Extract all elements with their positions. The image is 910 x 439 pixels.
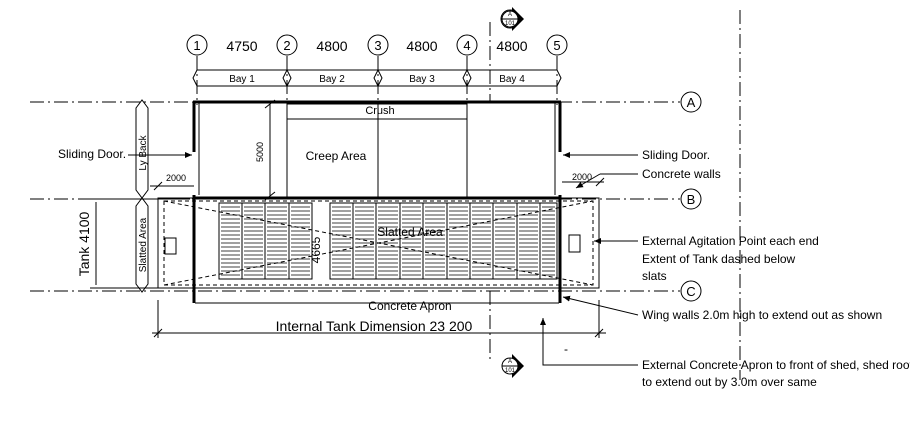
lie-back-tag: Ly Back <box>135 99 149 199</box>
section-marker-top: A 101 <box>500 7 524 31</box>
dim-4665-label: 4665 <box>309 236 323 263</box>
slat-panel <box>264 202 290 280</box>
agitation-point-left <box>164 237 177 255</box>
grid-bubble-4 <box>456 34 478 56</box>
slat-panel <box>399 202 424 280</box>
grid-bubble-1 <box>186 34 208 56</box>
slat-panel <box>329 202 354 280</box>
callout-agitation-point-text: External Agitation Point each end <box>642 234 819 248</box>
row-grid-bubbles: A B C <box>680 91 702 302</box>
bay-dimension-3: 4800 <box>406 38 437 54</box>
tank-width-label: Tank 4100 <box>76 211 92 276</box>
lie-back-label: Ly Back <box>138 134 149 170</box>
dimension-2000-right-label: 2000 <box>572 172 592 182</box>
slat-panel <box>375 202 401 280</box>
bay-label-1: Bay 1 <box>229 74 255 85</box>
internal-tank-dimension-label: Internal Tank Dimension 23 200 <box>276 318 473 334</box>
grid-bubble-a <box>680 91 702 113</box>
grid-bubble-3-label: 3 <box>374 38 381 53</box>
bay-dimension-2: 4800 <box>316 38 347 54</box>
callout-concrete-apron: External Concrete Apron to front of shed… <box>540 318 910 389</box>
dimension-2000-left: 2000 <box>150 173 194 191</box>
slat-panel <box>492 202 518 280</box>
concrete-apron-label: Concrete Apron <box>368 299 451 313</box>
slatted-area-tag: Slatted Area <box>135 197 149 293</box>
tank-width-dimension: Tank 4100 <box>76 198 190 289</box>
section-marker-bottom: A 101 <box>501 354 524 378</box>
callout-tank-extent: Extent of Tank dashed below slats <box>642 252 796 283</box>
grid-bubble-b <box>680 188 702 210</box>
callout-concrete-walls-text: Concrete walls <box>642 167 721 181</box>
slat-panel <box>288 202 313 280</box>
agitation-point-right <box>568 234 581 253</box>
callout-sliding-door-right: Sliding Door. <box>563 148 710 162</box>
dash-mark: - <box>564 342 568 356</box>
slat-panel <box>516 202 541 280</box>
section-marker-top-number: 101 <box>505 21 516 27</box>
depth-dimension: 5000 <box>255 99 276 201</box>
grid-bubble-5-label: 5 <box>553 38 560 53</box>
column-grid-bubbles: 1 2 3 4 5 <box>186 34 568 56</box>
callout-sliding-door-right-text: Sliding Door. <box>642 148 710 162</box>
slatted-area-tag-label: Slatted Area <box>138 217 149 272</box>
slat-panel <box>539 202 558 280</box>
section-marker-bottom-letter: A <box>508 359 512 365</box>
grid-bubble-2-label: 2 <box>283 38 290 53</box>
section-marker-top-letter: A <box>508 12 512 18</box>
dimension-2000-left-label: 2000 <box>166 173 186 183</box>
creep-area-label: Creep Area <box>306 149 367 163</box>
slat-panel <box>469 202 494 280</box>
slat-groups <box>218 202 558 280</box>
callout-sliding-door-left-text: Sliding Door. <box>58 147 126 161</box>
grid-bubble-a-label: A <box>687 95 696 110</box>
section-marker-bottom-number: 101 <box>505 368 516 374</box>
bay-label-3: Bay 3 <box>409 74 435 85</box>
callout-apron-line1: External Concrete Apron to front of shed… <box>642 358 910 372</box>
grid-bubble-5 <box>546 34 568 56</box>
grid-bubble-4-label: 4 <box>463 38 470 53</box>
bay-dimension-4: 4800 <box>496 38 527 54</box>
bay-dimension-1: 4750 <box>226 38 257 54</box>
slat-panel <box>422 202 448 280</box>
bay-label-strip: Bay 1 Bay 2 Bay 3 Bay 4 <box>192 69 562 87</box>
callout-sliding-door-left: Sliding Door. <box>58 147 192 161</box>
grid-bubble-c-label: C <box>686 284 695 299</box>
grid-bubble-1-label: 1 <box>193 38 200 53</box>
depth-dimension-label: 5000 <box>255 142 265 162</box>
callout-agitation-point: External Agitation Point each end <box>594 234 819 248</box>
internal-tank-dimension: Internal Tank Dimension 23 200 <box>152 300 606 338</box>
slat-panel <box>352 202 377 280</box>
grid-bubble-2 <box>276 34 298 56</box>
callout-wing-walls-text: Wing walls 2.0m high to extend out as sh… <box>642 308 882 322</box>
callout-concrete-walls: Concrete walls <box>575 167 721 189</box>
callout-apron-line2: to extend out by 3.0m over same <box>642 375 817 389</box>
slat-panel <box>218 202 243 280</box>
slatted-area-overlay-label: Slatted Area <box>377 225 443 239</box>
callout-tank-extent-line2: slats <box>642 269 667 283</box>
grid-bubble-b-label: B <box>687 192 696 207</box>
slat-panel <box>446 202 471 280</box>
callout-tank-extent-line1: Extent of Tank dashed below <box>642 252 796 266</box>
grid-bubble-c <box>680 280 702 302</box>
grid-bubble-3 <box>367 34 389 56</box>
crush-label: Crush <box>365 105 394 117</box>
bay-label-4: Bay 4 <box>499 74 525 85</box>
bay-label-2: Bay 2 <box>319 74 345 85</box>
bay-dimensions: 4750 4800 4800 4800 <box>226 38 527 54</box>
callout-wing-walls: Wing walls 2.0m high to extend out as sh… <box>562 295 882 322</box>
